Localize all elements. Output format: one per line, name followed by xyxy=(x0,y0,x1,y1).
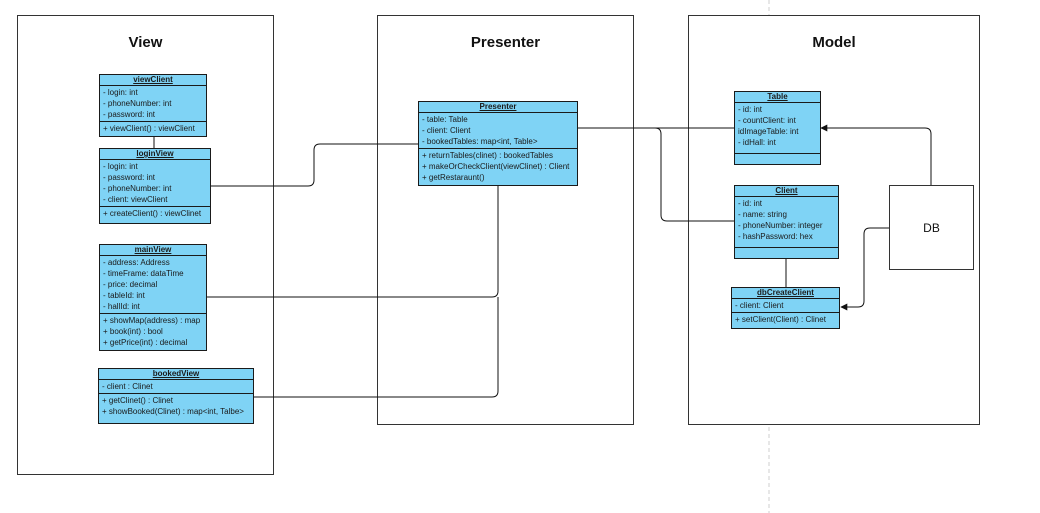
attribute: - hashPassword: hex xyxy=(738,232,813,241)
attribute: - price: decimal xyxy=(103,280,158,289)
attribute: - login: int xyxy=(103,162,138,171)
method: + makeOrCheckClient(viewClinet) : Client xyxy=(422,162,570,171)
class-bookedview-name: bookedView xyxy=(99,369,253,380)
class-presenter-methods: + returnTables(clinet) : bookedTables + … xyxy=(419,149,577,184)
class-mainview-name: mainView xyxy=(100,245,206,256)
package-model-title: Model xyxy=(812,34,856,51)
class-loginview-attributes: - login: int - password: int - phoneNumb… xyxy=(100,160,210,207)
class-mainview[interactable]: mainView - address: Address - timeFrame:… xyxy=(99,244,207,351)
attribute: - id: int xyxy=(738,199,763,208)
method: + viewClient() : viewClient xyxy=(103,124,195,133)
method: + getClinet() : Clinet xyxy=(102,396,173,405)
attribute: - name: string xyxy=(738,210,787,219)
attribute: - idHall: int xyxy=(738,138,776,147)
class-presenter[interactable]: Presenter - table: Table - client: Clien… xyxy=(418,101,578,186)
method: + book(int) : bool xyxy=(103,327,163,336)
attribute: - client: viewClient xyxy=(103,195,168,204)
attribute: - login: int xyxy=(103,88,138,97)
attribute: - phoneNumber: int xyxy=(103,184,172,193)
class-presenter-attributes: - table: Table - client: Client - booked… xyxy=(419,113,577,149)
class-client-methods xyxy=(735,248,838,250)
attribute: - id: int xyxy=(738,105,763,114)
method: + getPrice(int) : decimal xyxy=(103,338,188,347)
class-loginview[interactable]: loginView - login: int - password: int -… xyxy=(99,148,211,224)
link-db-dbcreateclient xyxy=(840,227,889,311)
package-presenter-title: Presenter xyxy=(470,34,541,51)
method: + returnTables(clinet) : bookedTables xyxy=(422,151,553,160)
class-dbcreateclient-name: dbCreateClient xyxy=(732,288,839,299)
method: + createClient() : viewClinet xyxy=(103,209,202,218)
attribute: - client: Client xyxy=(422,126,471,135)
method: + getRestaraunt() xyxy=(422,173,485,182)
package-view-title: View xyxy=(128,34,163,51)
class-mainview-methods: + showMap(address) : map + book(int) : b… xyxy=(100,314,206,349)
class-presenter-name: Presenter xyxy=(419,102,577,113)
link-mainview-presenter xyxy=(207,186,499,298)
link-bookedview-presenter xyxy=(254,297,499,398)
attribute: - client: Client xyxy=(735,301,784,310)
class-viewclient-methods: + viewClient() : viewClient xyxy=(100,122,206,135)
class-table-attributes: - id: int - countClient: int idImageTabl… xyxy=(735,103,820,154)
class-dbcreateclient[interactable]: dbCreateClient - client: Client + setCli… xyxy=(731,287,840,329)
attribute: - table: Table xyxy=(422,115,468,124)
link-loginview-presenter xyxy=(211,143,418,187)
attribute: - timeFrame: dataTime xyxy=(103,269,184,278)
attribute: - password: int xyxy=(103,110,156,119)
attribute: - countClient: int xyxy=(738,116,796,125)
method: + showMap(address) : map xyxy=(103,316,201,325)
attribute: - password: int xyxy=(103,173,156,182)
attribute: - bookedTables: map<int, Table> xyxy=(422,137,538,146)
class-client-name: Client xyxy=(735,186,838,197)
class-table-name: Table xyxy=(735,92,820,103)
class-bookedview[interactable]: bookedView - client : Clinet + getClinet… xyxy=(98,368,254,424)
class-viewclient-attributes: - login: int - phoneNumber: int - passwo… xyxy=(100,86,206,122)
method: + setClient(Client) : Clinet xyxy=(735,315,826,324)
attribute: - hallId: int xyxy=(103,302,140,311)
class-viewclient[interactable]: viewClient - login: int - phoneNumber: i… xyxy=(99,74,207,137)
attribute: - phoneNumber: int xyxy=(103,99,172,108)
class-table-methods xyxy=(735,154,820,156)
class-client-attributes: - id: int - name: string - phoneNumber: … xyxy=(735,197,838,248)
attribute: - phoneNumber: integer xyxy=(738,221,823,230)
class-table[interactable]: Table - id: int - countClient: int idIma… xyxy=(734,91,821,165)
package-presenter[interactable]: Presenter xyxy=(377,15,634,425)
class-viewclient-name: viewClient xyxy=(100,75,206,86)
attribute: - address: Address xyxy=(103,258,170,267)
class-client[interactable]: Client - id: int - name: string - phoneN… xyxy=(734,185,839,259)
attribute: - tableId: int xyxy=(103,291,145,300)
link-presenter-client xyxy=(578,127,734,222)
class-mainview-attributes: - address: Address - timeFrame: dataTime… xyxy=(100,256,206,314)
class-loginview-methods: + createClient() : viewClinet xyxy=(100,207,210,220)
db-label: DB xyxy=(923,220,940,235)
method: + showBooked(Clinet) : map<int, Talbe> xyxy=(102,407,244,416)
class-dbcreateclient-methods: + setClient(Client) : Clinet xyxy=(732,313,839,326)
class-dbcreateclient-attributes: - client: Client xyxy=(732,299,839,313)
class-loginview-name: loginView xyxy=(100,149,210,160)
link-db-table xyxy=(820,124,932,185)
attribute: idImageTable: int xyxy=(738,127,799,136)
db-box[interactable]: DB xyxy=(889,185,974,270)
class-bookedview-attributes: - client : Clinet xyxy=(99,380,253,394)
class-bookedview-methods: + getClinet() : Clinet + showBooked(Clin… xyxy=(99,394,253,418)
attribute: - client : Clinet xyxy=(102,382,153,391)
